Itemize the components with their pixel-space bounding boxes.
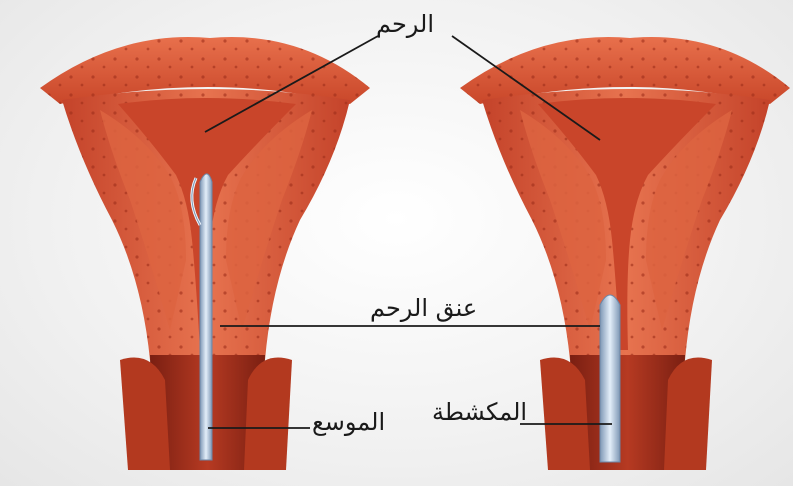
left-uterus [40,37,370,470]
label-cervix: عنق الرحم [370,296,477,320]
label-dilator: الموسع [312,410,385,434]
label-curette: المكشطة [432,400,527,424]
label-uterus: الرحم [376,12,434,36]
